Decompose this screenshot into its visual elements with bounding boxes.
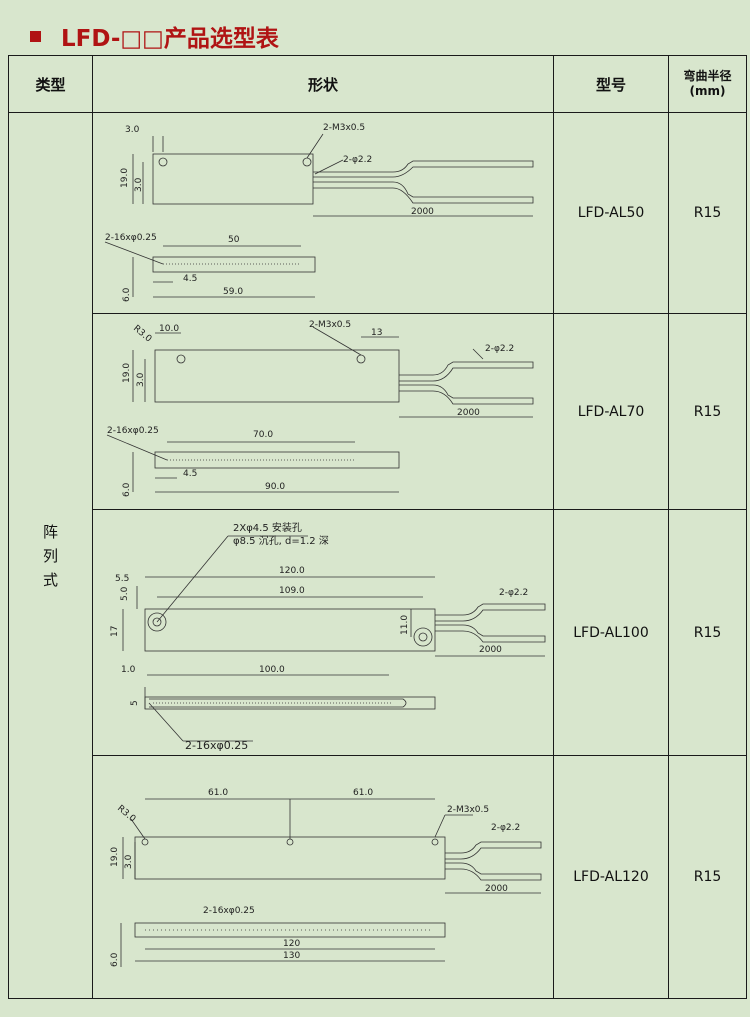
dim-label: 6.0 [122,482,132,497]
dim-label: 2-M3x0.5 [447,805,489,815]
dim-label: 3.0 [136,372,146,387]
dim-label: 10.0 [159,324,179,334]
dim-label: 2Xφ4.5 安装孔 [233,521,302,534]
dim-label: 2-φ2.2 [343,155,372,165]
dim-label: 2-16xφ0.25 [107,426,159,436]
type-cell: 阵 列 式 [8,112,93,999]
dim-label: 2-M3x0.5 [309,320,351,330]
dim-label: 2-16xφ0.25 [203,906,255,916]
dim-label: 3.0 [134,177,144,192]
dim-label: 2-φ2.2 [485,344,514,354]
table-row: R3.0 10.0 2-M3x0.5 13 2-φ2.2 19.0 3.0 20… [9,313,747,510]
model-cell: LFD-AL120 [553,755,669,999]
drawing-al120: 61.0 61.0 2-M3x0.5 R3.0 2-φ2.2 19.0 3.0 … [110,788,542,967]
dim-label: 3.0 [125,125,140,135]
dim-label: 90.0 [265,482,285,492]
dim-label: 13 [371,328,382,338]
dim-label: 11.0 [400,614,410,634]
dim-label: 1.0 [121,665,136,675]
dim-label: 19.0 [110,846,120,866]
header-radius: 弯曲半径 (mm) [668,55,747,113]
dim-label: 6.0 [110,952,120,967]
dim-label: R3.0 [115,803,137,824]
dim-label: 5 [130,700,140,706]
header-row: 类型 形状 型号 弯曲半径 (mm) [8,55,747,113]
dim-label: 2000 [457,408,480,418]
dim-label: 2-16xφ0.25 [185,739,248,752]
dim-label: 2000 [479,645,502,655]
dim-label: 19.0 [120,167,130,187]
dim-label: 59.0 [223,287,243,297]
selection-table: 类型 形状 型号 弯曲半径 (mm) 阵 列 式 [8,55,747,999]
drawing-al70: R3.0 10.0 2-M3x0.5 13 2-φ2.2 19.0 3.0 20… [106,320,534,497]
dim-label: 70.0 [253,430,273,440]
dim-label: 19.0 [122,362,132,382]
dim-label: 120 [283,939,300,949]
dim-label: 109.0 [279,586,305,596]
dim-label: 4.5 [183,274,197,284]
dim-label: 3.0 [124,854,134,869]
page-title: LFD-□□产品选型表 [61,26,279,52]
table-row: 2Xφ4.5 安装孔 φ8.5 沉孔, d=1.2 深 5.5 5.0 120.… [9,509,747,756]
model-cell: LFD-AL50 [553,112,669,314]
model-cell: LFD-AL100 [553,509,669,756]
header-shape: 形状 [92,55,554,113]
radius-cell: R15 [668,313,747,510]
dim-label: 2-M3x0.5 [323,123,365,133]
dim-label: 2-φ2.2 [499,588,528,598]
dim-label: 61.0 [208,788,228,798]
header-model: 型号 [553,55,669,113]
dim-label: 2000 [411,207,434,217]
dim-label: 50 [228,235,240,245]
model-cell: LFD-AL70 [553,313,669,510]
dim-label: 61.0 [353,788,373,798]
dim-label: φ8.5 沉孔, d=1.2 深 [233,534,329,547]
dim-label: 4.5 [183,469,197,479]
dim-label: 17 [110,625,120,636]
dim-label: 100.0 [259,665,285,675]
drawing-al50: 3.0 2-M3x0.5 2-φ2.2 19.0 3.0 2000 2-16xφ… [104,123,534,302]
dim-label: 2-φ2.2 [491,823,520,833]
dim-label: 130 [283,951,300,961]
dim-label: 6.0 [122,287,132,302]
dim-label: 2-16xφ0.25 [105,233,157,243]
radius-cell: R15 [668,755,747,999]
dim-label: 5.5 [115,574,129,584]
dim-label: 2000 [485,884,508,894]
square-bullet-icon [30,30,41,42]
shape-cell: R3.0 10.0 2-M3x0.5 13 2-φ2.2 19.0 3.0 20… [92,313,554,510]
page-heading: LFD-□□产品选型表 [30,20,279,52]
table-row: 61.0 61.0 2-M3x0.5 R3.0 2-φ2.2 19.0 3.0 … [9,755,747,999]
dim-label: R3.0 [131,323,153,344]
dim-label: 5.0 [120,586,130,601]
drawing-al100: 2Xφ4.5 安装孔 φ8.5 沉孔, d=1.2 深 5.5 5.0 120.… [110,521,546,752]
radius-cell: R15 [668,112,747,314]
shape-cell: 3.0 2-M3x0.5 2-φ2.2 19.0 3.0 2000 2-16xφ… [92,112,554,314]
table-row: 阵 列 式 3.0 2-M3x0.5 2-φ2.2 19.0 3.0 [8,112,747,999]
shape-cell: 61.0 61.0 2-M3x0.5 R3.0 2-φ2.2 19.0 3.0 … [92,755,554,999]
dim-label: 120.0 [279,566,305,576]
shape-cell: 2Xφ4.5 安装孔 φ8.5 沉孔, d=1.2 深 5.5 5.0 120.… [92,509,554,756]
header-type: 类型 [8,55,93,113]
radius-cell: R15 [668,509,747,756]
